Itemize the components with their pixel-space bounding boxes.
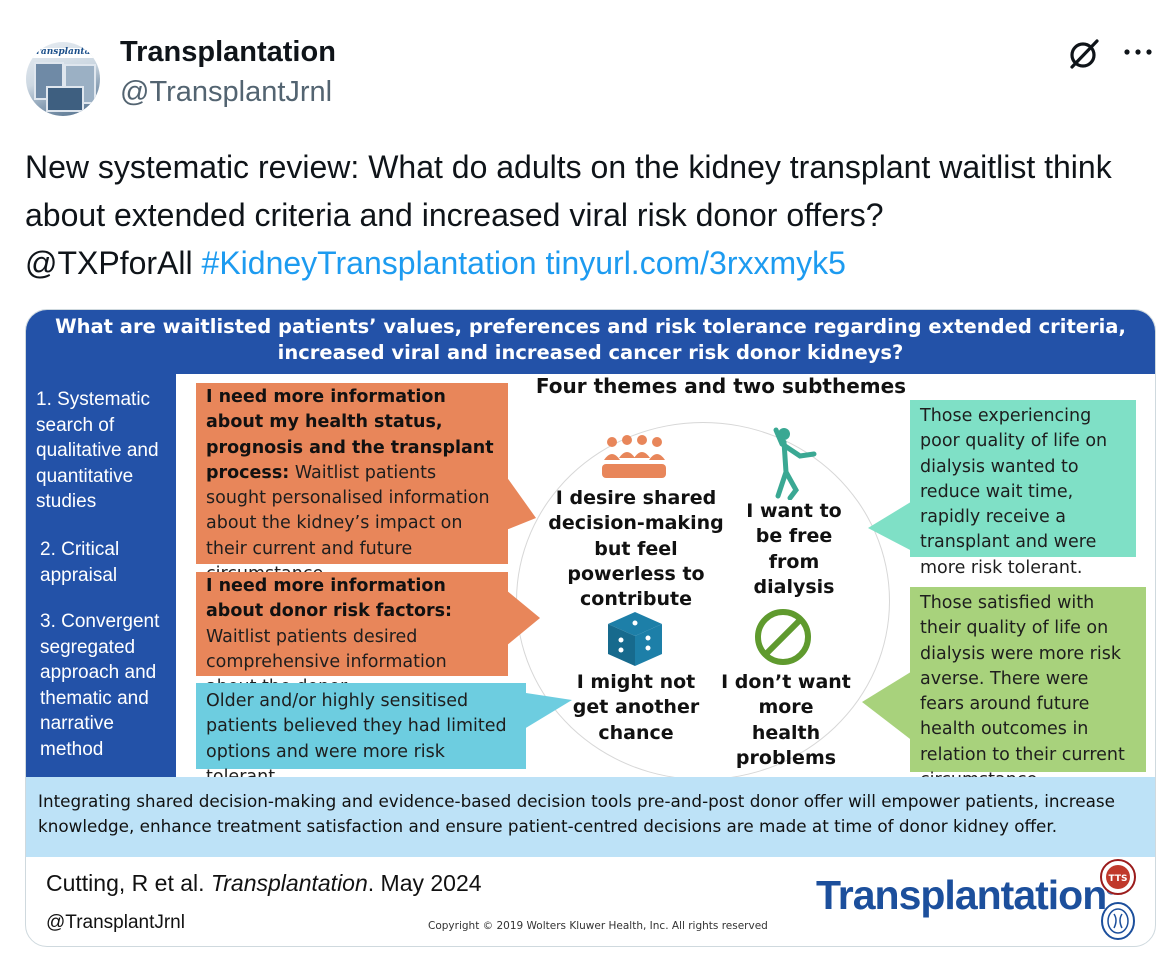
prohibited-icon [755,609,811,665]
theme-health-problems: I don’t want more health problems [721,671,851,769]
info-box-health-status: I need more information about my health … [196,383,508,584]
user-handle[interactable]: @TransplantJrnl [120,76,333,108]
dice-icon [608,612,662,666]
info-box-poor-quality-of-life: Those experiencing poor quality of life … [910,400,1136,578]
right-pointers [862,500,914,742]
society-seal-icon: TTS [1100,859,1136,895]
mention-link[interactable]: @TXPforAll [25,245,193,281]
theme-another-chance: I might not get another chance [572,671,700,744]
method-step-3: 3. Convergent segregated approach and th… [40,611,160,760]
avatar-banner [30,48,96,58]
info-box-poor-quality-of-life-text: Those experiencing poor quality of life … [920,406,1108,578]
info-box-satisfied-quality-of-life-text: Those satisfied with their quality of li… [920,593,1125,790]
themes-circle [516,422,890,780]
copyright: Copyright © 2019 Wolters Kluwer Health, … [428,920,768,932]
theme-free-from-dialysis: I want to be free from dialysis [746,500,842,598]
avatar-cover-3 [46,86,84,112]
question-line-2: increased viral and increased cancer ris… [277,341,904,364]
citation-authors: Cutting, R et al. [46,870,211,896]
method-steps-panel: 1. Systematic search of qualitative and … [26,373,176,777]
more-icon[interactable] [1118,40,1158,64]
info-box-older-patients: Older and/or highly sensitised patients … [196,683,526,787]
grok-icon[interactable] [1066,36,1102,72]
hashtag-link[interactable]: #KidneyTransplantation [201,245,537,281]
free-person-icon [773,427,817,500]
journal-logo: Transplantation® [816,872,1117,919]
url-link[interactable]: tinyurl.com/3rxxmyk5 [545,245,846,281]
method-step-2: 2. Critical appraisal [40,539,120,586]
avatar-logo-text: transplantation [32,47,100,57]
info-box-donor-risk: I need more information about donor risk… [196,572,508,697]
info-box-older-patients-text: Older and/or highly sensitised patients … [206,691,507,787]
conclusion-banner: Integrating shared decision-making and e… [26,777,1155,857]
info-box-donor-risk-heading: I need more information about donor risk… [206,576,453,622]
display-name[interactable]: Transplantation [120,36,336,68]
second-seal-icon [1101,902,1135,940]
themes-title: Four themes and two subthemes [535,374,907,398]
citation-journal: Transplantation [210,870,368,896]
question-line-1: What are waitlisted patients’ values, pr… [55,315,1126,338]
tweet-text: New systematic review: What do adults on… [25,143,1155,287]
citation-date: . May 2024 [367,870,482,896]
citation: Cutting, R et al. Transplantation. May 2… [46,870,482,897]
infographic-twitter-handle: @TransplantJrnl [46,912,185,933]
info-box-satisfied-quality-of-life: Those satisfied with their quality of li… [910,587,1146,790]
group-meeting-icon [602,435,666,478]
infographic-image[interactable]: What are waitlisted patients’ values, pr… [25,309,1156,947]
journal-logo-text: Transplantation [816,872,1107,918]
info-box-health-status-text: Waitlist patients sought personalised in… [206,462,490,584]
theme-shared-decision: I desire shared decision-making but feel… [548,487,724,611]
question-banner: What are waitlisted patients’ values, pr… [26,310,1155,374]
info-box-health-status-heading: I need more information about my health … [206,387,494,483]
tweet-body: New systematic review: What do adults on… [25,149,1112,233]
method-step-1: 1. Systematic search of qualitative and … [36,389,159,512]
society-seal-text: TTS [1109,874,1128,884]
avatar[interactable]: transplantation [26,42,100,116]
